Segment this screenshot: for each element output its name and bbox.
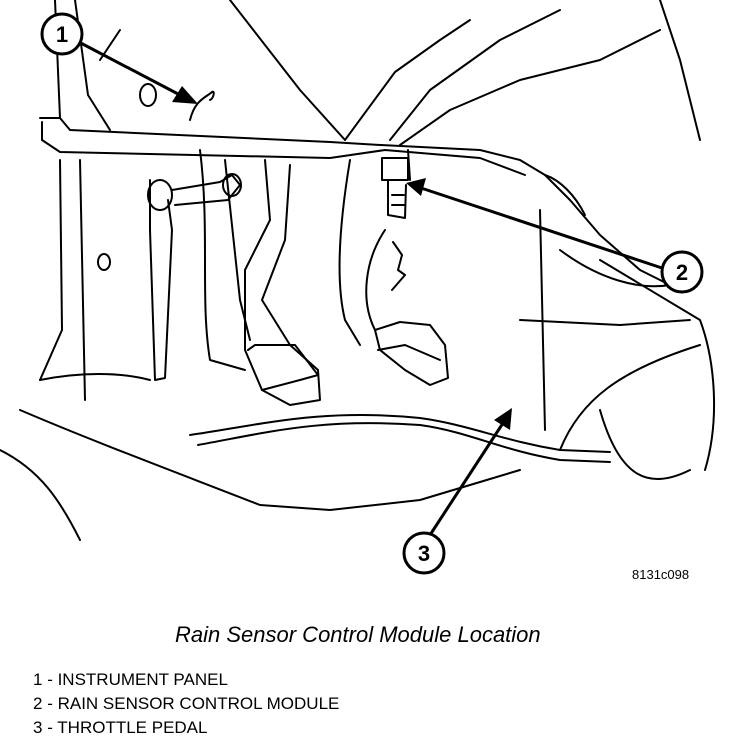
legend-item-number: 2 (33, 694, 43, 713)
callout-1-label: 1 (56, 22, 68, 47)
legend-list: 1 - INSTRUMENT PANEL 2 - RAIN SENSOR CON… (33, 668, 339, 740)
floor-console-drawing (0, 209, 716, 541)
line-drawing: 1 2 3 (0, 0, 716, 575)
brake-pedal-drawing (199, 149, 321, 406)
leader-arrowhead-2 (406, 178, 426, 196)
legend-item-number: 3 (33, 718, 43, 737)
legend-item-label: INSTRUMENT PANEL (57, 670, 228, 689)
callout-1: 1 (40, 12, 84, 56)
legend-item: 1 - INSTRUMENT PANEL (33, 670, 228, 689)
leader-arrowhead-3 (494, 408, 512, 430)
callout-2: 2 (660, 250, 704, 294)
throttle-pedal-drawing (338, 159, 449, 386)
figure-caption: Rain Sensor Control Module Location (175, 622, 541, 647)
legend-item-label: RAIN SENSOR CONTROL MODULE (57, 694, 340, 713)
instrument-panel-drawing (39, 0, 701, 291)
rain-sensor-module-drawing (381, 149, 411, 219)
figure-id: 8131c098 (632, 567, 690, 582)
legend-item: 3 - THROTTLE PEDAL (33, 718, 208, 737)
callout-2-label: 2 (676, 260, 688, 285)
legend-item-label: THROTTLE PEDAL (57, 718, 208, 737)
callout-3-label: 3 (418, 541, 430, 566)
leader-lines (73, 38, 664, 537)
diagram-figure: 1 2 3 (0, 0, 716, 575)
legend-item: 2 - RAIN SENSOR CONTROL MODULE (33, 694, 340, 713)
callout-3: 3 (402, 531, 446, 575)
leader-arrowhead-1 (172, 86, 198, 104)
parking-lever-drawing (147, 173, 242, 381)
legend-item-number: 1 (33, 670, 43, 689)
kick-panel-drawing (39, 159, 111, 401)
